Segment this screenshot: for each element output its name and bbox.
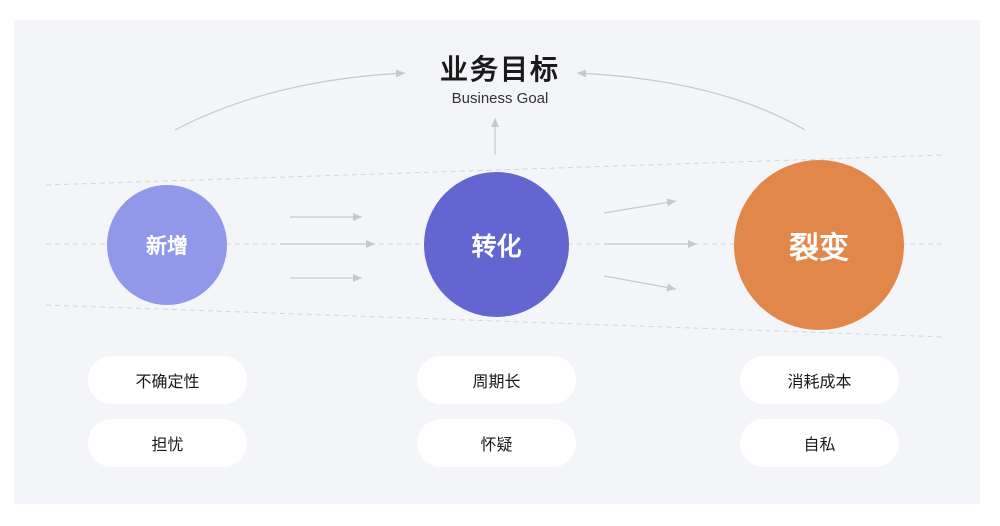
guide-line-bottom	[45, 304, 946, 338]
stage-new-item-2: 担忧	[88, 419, 247, 467]
arc-left	[174, 69, 406, 131]
stage-conversion-item-1: 周期长	[417, 356, 576, 404]
arc-right	[576, 69, 806, 131]
diagram-title: 业务目标	[439, 53, 560, 86]
arrow-2-top	[603, 198, 677, 214]
guide-line-top	[45, 154, 946, 186]
stage-circle-new: 新增	[107, 185, 227, 305]
stage-circle-conversion: 转化	[424, 172, 569, 317]
stage-conversion-item-2: 怀疑	[417, 419, 576, 467]
diagram-subtitle: Business Goal	[451, 90, 549, 107]
stage-new-item-1: 不确定性	[88, 356, 247, 404]
stage-fission-item-2: 自私	[740, 419, 899, 467]
arrow-2-bottom	[603, 275, 677, 292]
stage-fission-item-1: 消耗成本	[740, 356, 899, 404]
stage-circle-fission: 裂变	[734, 160, 904, 330]
